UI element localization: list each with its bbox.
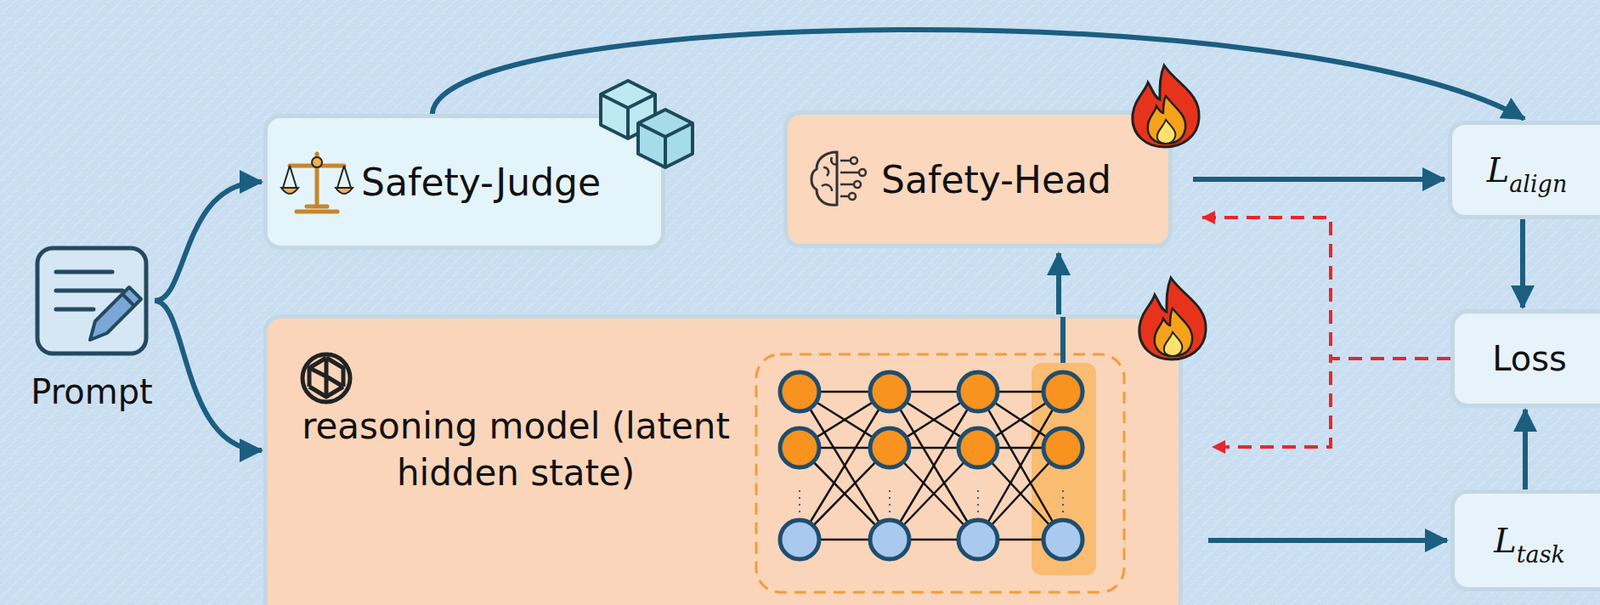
task-loss-box: Ltask	[1450, 489, 1600, 592]
loss-symbol: L	[1493, 520, 1517, 560]
flow-arrow	[1192, 176, 1445, 182]
reasoning-label: reasoning model (latent hidden state)	[288, 403, 744, 497]
prompt-label: Prompt	[23, 372, 160, 412]
gradient-arrow	[1211, 358, 1451, 447]
reasoning-model-box: reasoning model (latent hidden state)	[263, 314, 1183, 605]
flow-arrow	[1520, 219, 1526, 308]
flame-icon	[1132, 271, 1215, 363]
brain-icon	[806, 146, 871, 212]
prompt-icon	[33, 244, 150, 357]
math-label: Ltask	[1493, 520, 1566, 560]
flow-arrow	[1522, 409, 1528, 490]
judge-label: Safety-Judge	[361, 160, 601, 204]
openai-logo-icon	[296, 350, 357, 411]
text-group: Ltask	[1454, 520, 1600, 560]
neural-network-illustration	[756, 354, 1125, 593]
loss-subscript: align	[1509, 170, 1567, 198]
safety-head-box: Safety-Head	[783, 110, 1173, 249]
flow-arrow	[154, 300, 262, 451]
flame-icon	[1125, 58, 1208, 151]
text-group: Loss	[1454, 339, 1600, 379]
text-group: Lalign	[1452, 150, 1600, 190]
gradient-arrow	[1201, 217, 1451, 359]
loss-label: Loss	[1492, 339, 1567, 379]
math-label: Lalign	[1486, 150, 1568, 190]
loss-symbol: L	[1486, 150, 1510, 190]
scales-icon	[282, 148, 351, 217]
safety-judge-box: Safety-Judge	[263, 113, 666, 250]
flow-arrow	[1208, 537, 1448, 543]
prompt-node: Prompt	[23, 244, 160, 415]
loss-subscript: task	[1516, 541, 1566, 568]
flow-arrow	[1056, 253, 1062, 315]
loss-box: Loss	[1450, 309, 1600, 408]
flow-arrow	[154, 181, 262, 301]
flow-arrow	[432, 29, 1525, 119]
ice-cubes-icon	[592, 70, 703, 178]
align-loss-box: Lalign	[1447, 120, 1600, 220]
head-label: Safety-Head	[881, 158, 1112, 202]
